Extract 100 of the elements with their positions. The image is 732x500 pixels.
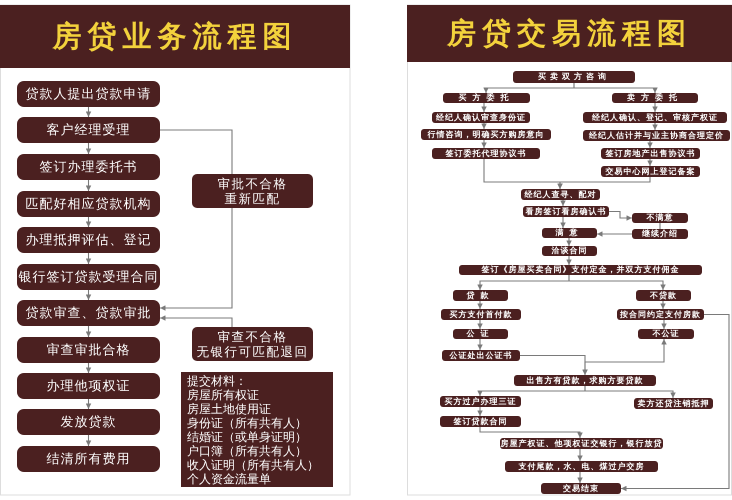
arrow [647, 141, 653, 148]
arrow [86, 435, 92, 446]
box-label: 客户经理受理 [46, 122, 130, 139]
step-box [638, 329, 694, 339]
arrow [652, 103, 658, 112]
box-label: 结清所有费用 [46, 451, 130, 468]
title-band [0, 5, 350, 68]
arrow [479, 427, 583, 438]
title-text: 房贷交易流程图 [447, 14, 692, 52]
box-label: 银行签订贷款受理合同 [18, 269, 158, 286]
box-label: 审查不合格 [218, 329, 288, 344]
step-box [441, 309, 521, 320]
list-item: 房屋所有权证 [187, 388, 259, 402]
box-label: 交易结束 [563, 484, 599, 494]
step-box [636, 290, 691, 301]
arrow [660, 301, 666, 309]
arrow [557, 177, 651, 189]
arrow [566, 256, 572, 265]
step-box [542, 246, 597, 256]
box-label: 审查审批合格 [46, 342, 130, 359]
step-box [453, 290, 508, 301]
box-label: 卖方委托 [627, 93, 683, 103]
arrow [577, 449, 583, 461]
list-item: 个人资金流量单 [187, 472, 271, 486]
arrow [86, 217, 92, 227]
arrow [86, 399, 92, 409]
arrow [160, 208, 233, 311]
box-label: 房屋产权证、他项权证交银行，银行放贷 [500, 438, 662, 448]
process-box [17, 409, 160, 435]
box-label: 签订办理委托书 [40, 159, 138, 176]
box-label: 不满意 [646, 213, 674, 223]
step-box [632, 213, 688, 223]
box-label: 经纪人确认审查身份证 [436, 112, 526, 122]
box-label: 签订委托代理协议书 [446, 148, 526, 158]
step-box [601, 148, 700, 159]
connector-line [160, 129, 233, 174]
box-label: 买卖双方咨询 [538, 72, 610, 82]
box-label: 经纪人查寻、配对 [524, 190, 596, 200]
box-label: 签订房地产出售协议书 [606, 148, 696, 158]
arrow [160, 315, 233, 327]
step-box [440, 416, 521, 427]
arrow [86, 363, 92, 373]
arrow [621, 314, 730, 492]
step-box [542, 228, 597, 238]
step-box [583, 130, 730, 141]
arrow [560, 200, 566, 206]
step-box [432, 148, 540, 159]
list-item: 身份证（所有共有人） [187, 416, 307, 430]
box-label: 洽谈合同 [552, 246, 588, 256]
box-label: 经纪人确认、登记、审核产权证 [592, 112, 718, 122]
box-label: 买方过户办理三证 [444, 396, 516, 406]
box-label: 买方支付首付款 [450, 310, 512, 320]
box-label: 交易中心网上登记备案 [606, 166, 696, 176]
box-label: 按合同约定支付房款 [620, 310, 701, 320]
process-box [17, 264, 160, 290]
process-box [17, 300, 160, 326]
step-box [521, 189, 600, 200]
note-box [192, 174, 313, 208]
box-label: 不公证 [652, 329, 680, 339]
arrow [573, 83, 658, 93]
step-box [505, 461, 658, 472]
note-box [192, 327, 313, 361]
box-label: 匹配好相应贷款机构 [26, 196, 152, 213]
box-label: 继续介绍 [642, 229, 678, 239]
process-box [17, 154, 160, 180]
step-box [443, 93, 530, 103]
box-label: 公证 [466, 329, 494, 339]
box-label: 签订《房屋买卖合同》支付定金，并双方支付佣金 [482, 265, 680, 275]
process-box [17, 191, 160, 217]
step-box [459, 265, 702, 275]
box-label: 行情咨询，明确买方购房意向 [428, 130, 544, 140]
arrow [481, 123, 487, 129]
box-label: 重新匹配 [224, 191, 280, 206]
box-label: 不贷款 [650, 290, 677, 300]
process-box [17, 446, 160, 472]
arrow [86, 180, 92, 191]
arrow [477, 339, 483, 350]
box-label: 办理他项权证 [46, 378, 130, 395]
box-label: 审批不合格 [218, 176, 288, 191]
arrow [568, 275, 666, 290]
list-item: 房屋土地使用证 [187, 402, 271, 416]
arrow [577, 472, 583, 483]
arrow [584, 386, 676, 398]
process-box [17, 227, 160, 253]
list-item: 户口簿（所有共有人） [187, 444, 307, 458]
box-label: 公证处出公证书 [450, 350, 512, 360]
box-label: 支付尾款，水、电、煤过户交房 [518, 462, 644, 472]
list-item: 结婚证（或单身证明） [187, 430, 307, 444]
step-box [442, 350, 520, 361]
box-label: 买方委托 [458, 93, 514, 103]
process-box [17, 337, 160, 363]
connector-line [659, 223, 661, 229]
step-box [617, 309, 704, 320]
arrow [86, 326, 92, 337]
title-band [407, 5, 732, 62]
step-box [440, 396, 521, 407]
step-box [453, 329, 508, 339]
box-label: 签订贷款合同 [454, 416, 508, 426]
step-box [583, 112, 727, 123]
process-box [17, 117, 160, 143]
